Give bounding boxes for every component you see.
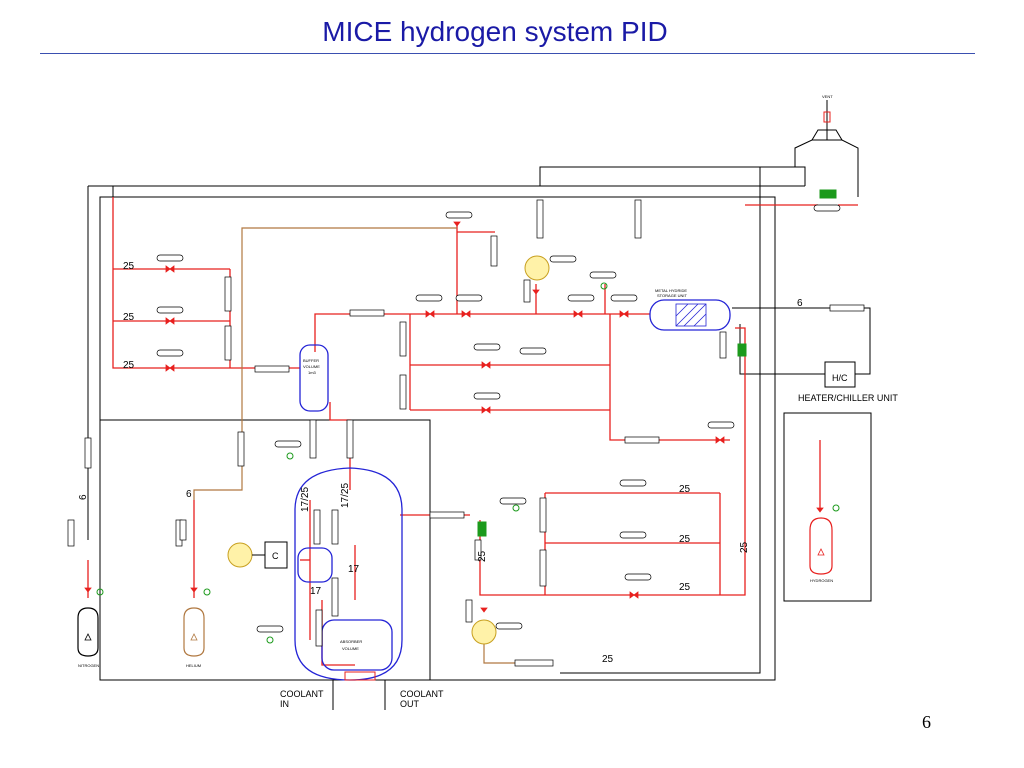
vent-stack: VENT	[794, 94, 859, 197]
line-size-g: 25	[602, 654, 614, 665]
recirculation-pump	[524, 255, 550, 281]
hc-supply-line	[732, 307, 871, 375]
line-size-a: 25	[123, 261, 135, 272]
hydrogen-label: HYDROGEN	[810, 578, 833, 583]
line-size-e: 25	[679, 534, 691, 545]
bottle-warning-triangles	[84, 548, 825, 641]
line-size-k: 17/25	[340, 483, 351, 508]
absorber-volume-tank	[321, 619, 393, 671]
coolant-out-label-1: COOLANT	[400, 689, 444, 699]
cold-box-outline	[294, 467, 403, 681]
line-size-d: 25	[679, 484, 691, 495]
vent-label: VENT	[822, 94, 833, 99]
line-size-i: 25	[477, 550, 488, 562]
line-size-f: 25	[679, 582, 691, 593]
nitrogen-label: NITROGEN	[78, 663, 99, 668]
compressor-group: C	[227, 541, 288, 569]
heater-chiller-label: HEATER/CHILLER UNIT	[798, 393, 898, 403]
vent-header-line	[539, 166, 806, 186]
outer-enclosure-box	[99, 196, 776, 681]
title-divider	[40, 53, 975, 54]
hydride-hatching	[675, 303, 707, 327]
enclosure-outlines	[87, 166, 872, 681]
buffer-label-2: VOLUME	[303, 364, 320, 369]
page-number: 6	[922, 712, 931, 732]
nitrogen-bottle	[77, 607, 99, 657]
right-return-line	[560, 167, 761, 674]
line-size-b: 25	[123, 312, 135, 323]
inner-enclosure-divider	[100, 419, 431, 680]
gas-bottles	[77, 517, 833, 657]
line-size-m: 17	[310, 586, 322, 597]
red-valves	[84, 221, 824, 613]
line-size-h: 25	[739, 541, 750, 553]
line-size-6-nitrogen: 6	[78, 494, 89, 500]
hc-box-label: H/C	[832, 373, 848, 383]
hc-unit-box	[824, 361, 856, 388]
line-size-6-helium: 6	[186, 489, 192, 500]
line-size-l: 17	[348, 564, 360, 575]
coolant-in-label-1: COOLANT	[280, 689, 324, 699]
h2-main-header	[314, 313, 650, 352]
condenser-vessel	[297, 547, 333, 583]
buffer-volume-tank	[299, 344, 329, 412]
line-size-j: 17/25	[300, 487, 311, 512]
green-valves	[96, 189, 840, 644]
hydride-storage-unit	[649, 299, 731, 331]
storage-label-1: METAL HYDRIDE	[655, 288, 687, 293]
cryostat-enclosure	[294, 299, 731, 681]
equipment-labels: H/C HEATER/CHILLER UNIT COOLANT IN COOLA…	[78, 288, 898, 709]
slide-title: MICE hydrogen system PID	[322, 16, 668, 47]
hydrogen-bottle-enclosure	[783, 412, 872, 602]
helium-bottle	[183, 607, 205, 657]
hc-return-line	[739, 324, 825, 375]
hydrogen-lines	[87, 197, 858, 666]
storage-label-2: STORAGE UNIT	[657, 293, 687, 298]
coolant-out-label-2: OUT	[400, 699, 420, 709]
coolant-lines	[332, 671, 386, 710]
helium-label: HELIUM	[186, 663, 201, 668]
buffer-label-3: 1m3	[308, 370, 317, 375]
line-size-6-hc: 6	[797, 298, 803, 309]
compressor-label: C	[272, 551, 279, 561]
line-size-c: 25	[123, 360, 135, 371]
buffer-label-1: BUFFER	[303, 358, 319, 363]
absorber-label-1: ABSORBER	[340, 639, 362, 644]
h2-left-manifold	[112, 197, 300, 369]
coolant-in-label-2: IN	[280, 699, 289, 709]
line-number-tags	[67, 199, 865, 667]
vacuum-pump	[471, 619, 497, 645]
hydrogen-bottle	[809, 517, 833, 575]
line-size-labels: 25 25 25 25 25 25 25 25 25 17/25 17/25 1…	[78, 261, 803, 665]
absorber-label-2: VOLUME	[342, 646, 359, 651]
relief-line	[193, 227, 520, 664]
